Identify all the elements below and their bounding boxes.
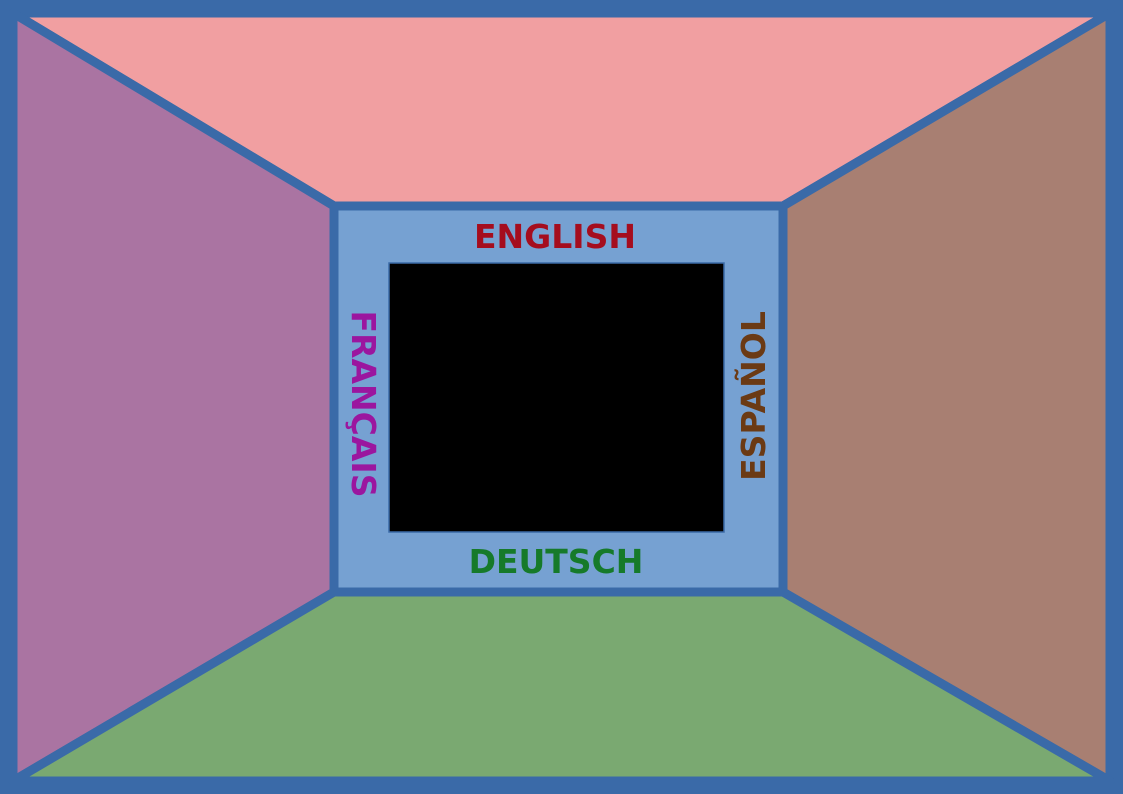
deutsch-option[interactable]: DEUTSCH (469, 542, 644, 581)
center-screen (388, 262, 725, 533)
english-option[interactable]: ENGLISH (474, 217, 636, 256)
francais-option[interactable]: FRANÇAIS (344, 311, 383, 498)
espanol-option[interactable]: ESPAÑOL (733, 311, 773, 481)
